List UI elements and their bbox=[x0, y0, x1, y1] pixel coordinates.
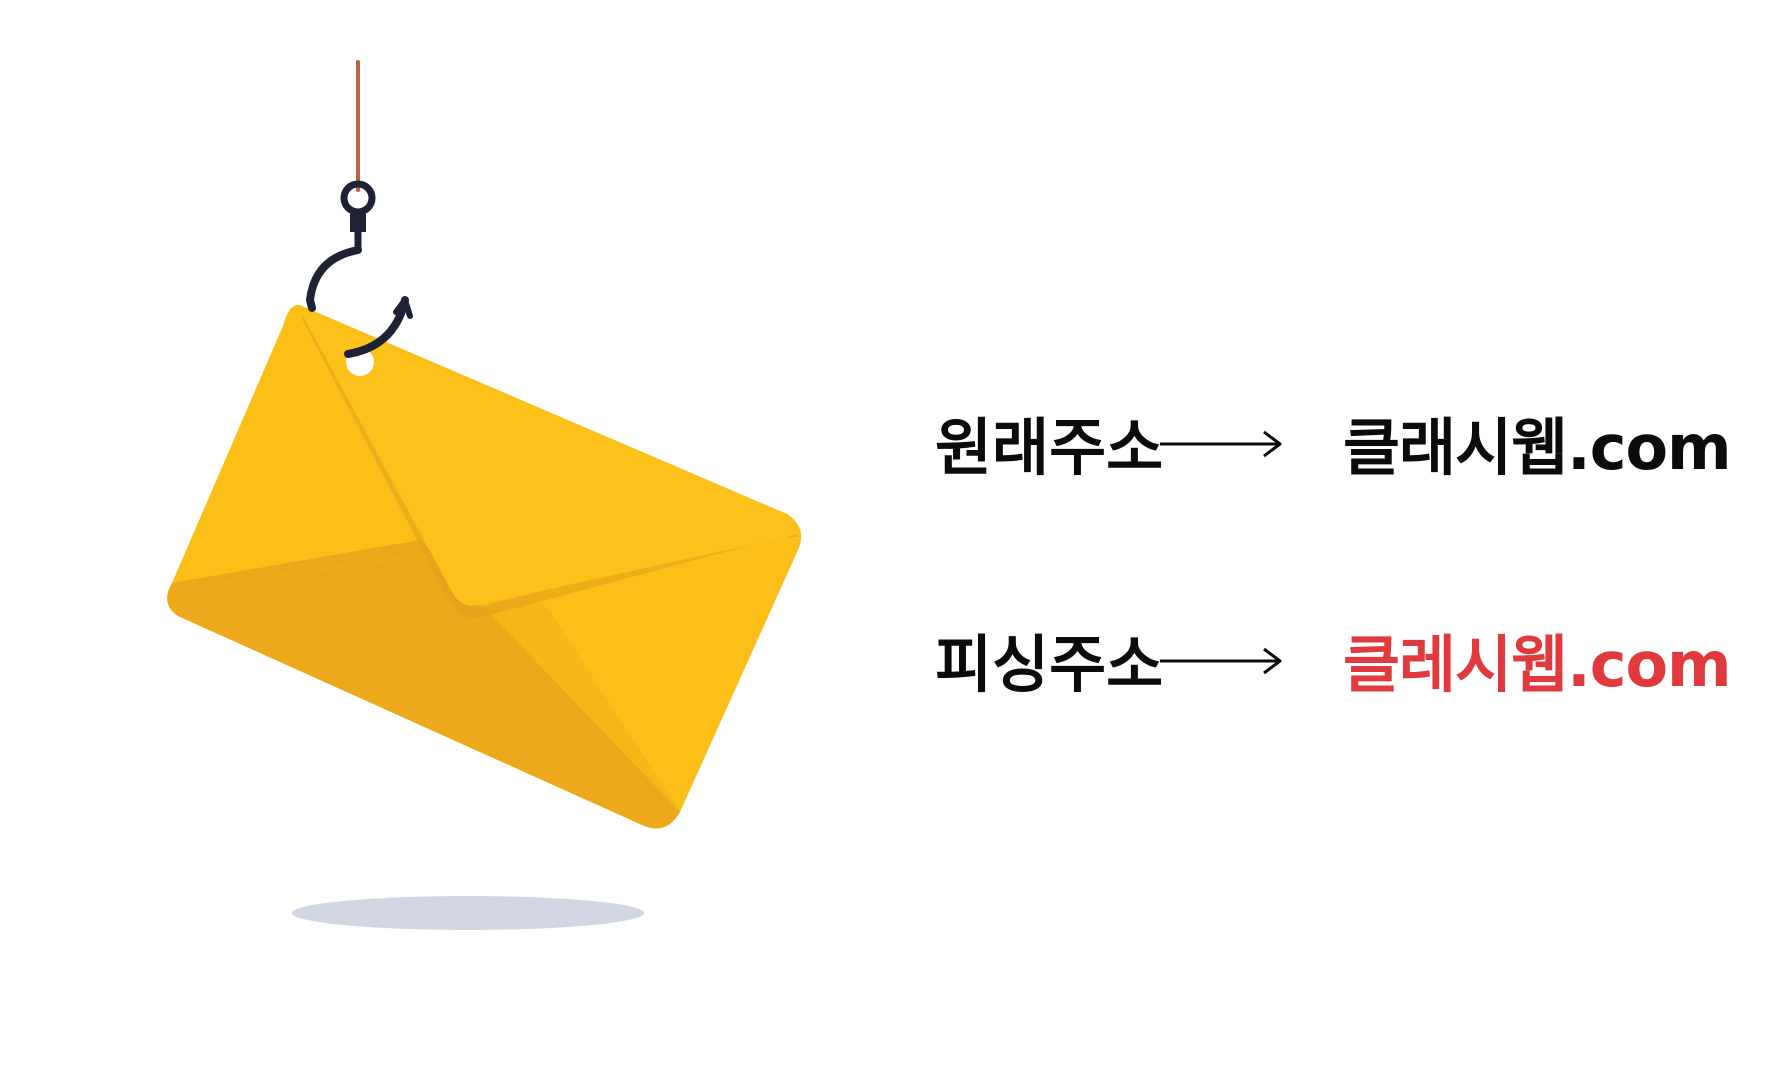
fishing-hook-icon bbox=[305, 180, 413, 358]
envelope-icon bbox=[167, 304, 802, 829]
phishing-address-label: 피싱주소 bbox=[935, 628, 1164, 701]
long-arrow-right-icon bbox=[1160, 430, 1282, 458]
original-address-label: 원래주소 bbox=[935, 411, 1164, 484]
original-address-value: 클래시웹.com bbox=[1343, 411, 1732, 484]
original-address-row: 원래주소 클래시웹.com bbox=[935, 408, 1735, 488]
phishing-address-row: 피싱주소 클레시웹.com bbox=[935, 625, 1735, 705]
long-arrow-right-icon bbox=[1160, 647, 1282, 675]
phishing-envelope-illustration bbox=[167, 60, 802, 930]
shadow bbox=[292, 896, 644, 930]
phishing-address-value: 클레시웹.com bbox=[1343, 628, 1732, 701]
